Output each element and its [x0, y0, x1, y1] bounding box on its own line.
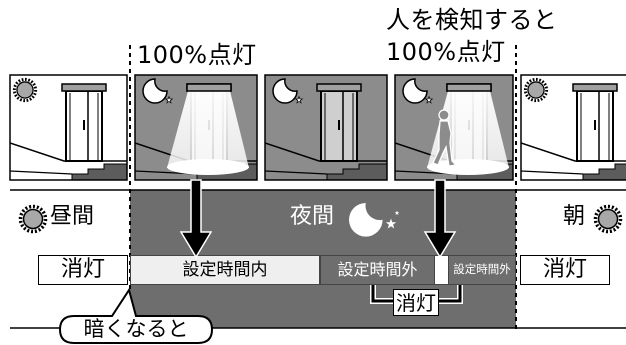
callout-bubble: [58, 287, 214, 344]
scene-night-lit-panel: [134, 74, 258, 181]
sun-icon: [593, 204, 623, 234]
sun-icon: [12, 77, 38, 103]
moon-icon: [349, 203, 383, 237]
state-within-set-time: 設定時間内: [130, 255, 320, 285]
scene-person-detected-panel: [394, 74, 514, 181]
callout-text: 暗くなると: [83, 317, 189, 341]
state-detected-lit: [435, 255, 448, 285]
light-beam: [167, 91, 249, 168]
state-outside-set-time: 設定時間外: [320, 255, 435, 285]
scene-night-off-panel: [264, 74, 388, 181]
state-outside-set-time-after: 設定時間外: [448, 255, 516, 285]
sun-icon: [523, 77, 549, 103]
daytime-label: 昼間: [50, 204, 95, 229]
state-off-before: 消灯: [38, 255, 128, 285]
night-label: 夜間: [290, 204, 335, 229]
caption-lit-when-dark: 100%点灯: [137, 41, 257, 69]
person-icon: [432, 109, 458, 167]
caption-detect-line2: 100%点灯: [386, 38, 506, 66]
caption-detect-line1: 人を検知すると: [386, 6, 558, 34]
sun-icon: [18, 204, 48, 234]
light-spot: [427, 159, 509, 175]
light-spot: [167, 159, 249, 175]
off-outside-set-time-label: 消灯: [393, 289, 439, 316]
state-off-after: 消灯: [520, 255, 610, 285]
light-fixture: [186, 83, 232, 92]
scene-morning-panel: [520, 74, 626, 181]
morning-label: 朝: [563, 204, 586, 229]
light-fixture: [446, 83, 492, 92]
scene-daytime-panel: [9, 74, 128, 181]
